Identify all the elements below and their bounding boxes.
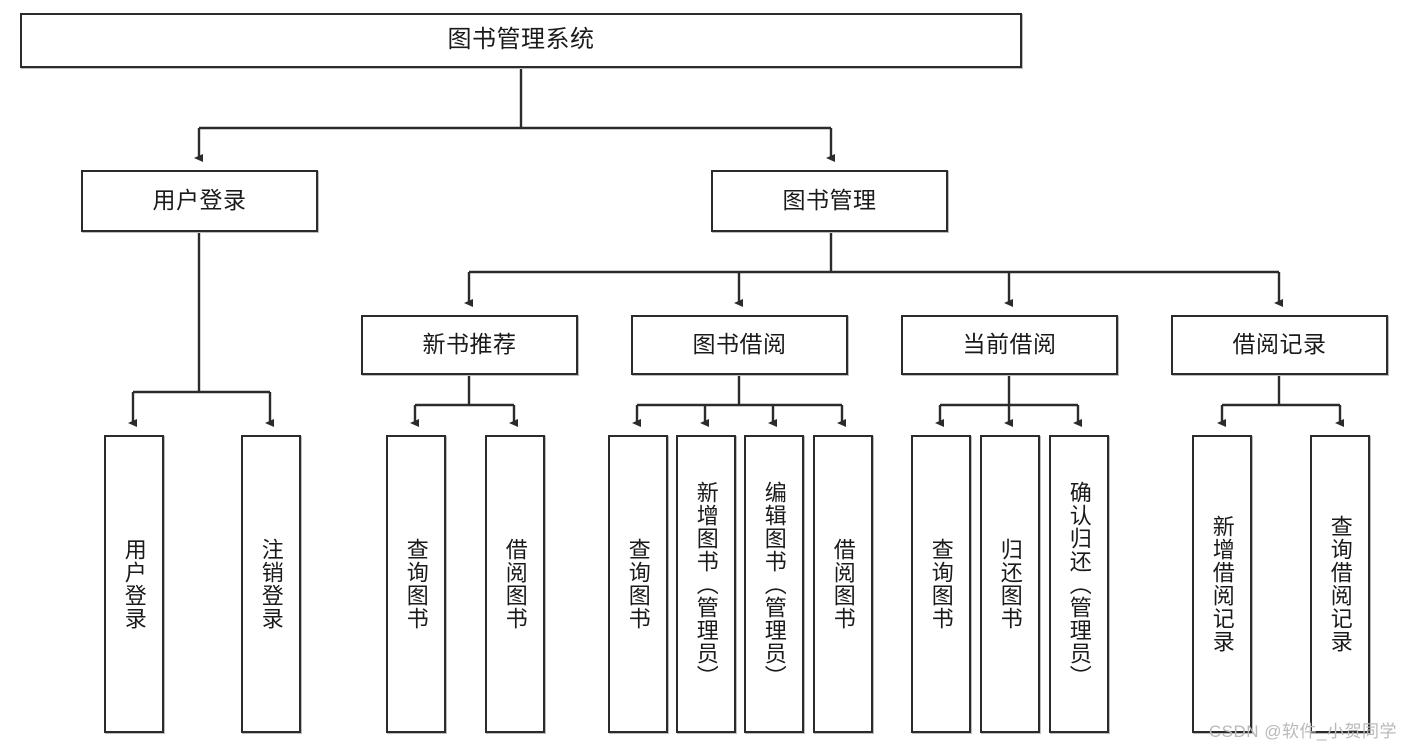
- node-label: 借阅图书: [502, 538, 528, 630]
- node-label: 借阅图书: [830, 538, 856, 630]
- node-label: 查询图书: [625, 538, 651, 630]
- node-label: 用户登录: [121, 538, 147, 630]
- node-label: 新书推荐: [422, 331, 517, 358]
- node-label: 图书管理系统: [447, 26, 595, 54]
- node-label: 用户登录: [152, 187, 247, 214]
- leaf-book-borrow-add-book[interactable]: 新增图书（管理员）: [676, 435, 736, 733]
- node-label: 图书借阅: [692, 331, 787, 358]
- leaf-current-borrow-confirm-return[interactable]: 确认归还（管理员）: [1049, 435, 1109, 733]
- node-label: 编辑图书（管理员）: [761, 480, 787, 688]
- leaf-current-borrow-return-book[interactable]: 归还图书: [980, 435, 1040, 733]
- node-label: 新增借阅记录: [1209, 515, 1235, 653]
- node-user-login[interactable]: 用户登录: [81, 170, 318, 232]
- node-root-book-management-system[interactable]: 图书管理系统: [20, 13, 1022, 68]
- leaf-new-book-query-book[interactable]: 查询图书: [386, 435, 446, 733]
- node-label: 新增图书（管理员）: [693, 480, 719, 688]
- node-new-book-recommend[interactable]: 新书推荐: [361, 315, 578, 375]
- node-label: 借阅记录: [1232, 331, 1327, 358]
- watermark: CSDN @软件_小贺同学: [1208, 722, 1397, 741]
- node-book-borrow[interactable]: 图书借阅: [631, 315, 848, 375]
- node-label: 确认归还（管理员）: [1066, 480, 1092, 688]
- node-label: 查询图书: [928, 538, 954, 630]
- node-label: 注销登录: [258, 538, 284, 630]
- node-label: 查询借阅记录: [1327, 515, 1353, 653]
- node-current-borrow[interactable]: 当前借阅: [901, 315, 1118, 375]
- leaf-user-login-login[interactable]: 用户登录: [104, 435, 164, 733]
- node-book-management[interactable]: 图书管理: [711, 170, 948, 232]
- node-label: 归还图书: [997, 538, 1023, 630]
- node-label: 当前借阅: [962, 331, 1057, 358]
- leaf-user-login-logout[interactable]: 注销登录: [241, 435, 301, 733]
- leaf-borrow-record-add-record[interactable]: 新增借阅记录: [1192, 435, 1252, 733]
- leaf-book-borrow-edit-book[interactable]: 编辑图书（管理员）: [744, 435, 804, 733]
- node-borrow-record[interactable]: 借阅记录: [1171, 315, 1388, 375]
- leaf-book-borrow-borrow-book[interactable]: 借阅图书: [813, 435, 873, 733]
- leaf-current-borrow-query-book[interactable]: 查询图书: [911, 435, 971, 733]
- node-label: 图书管理: [782, 187, 877, 214]
- node-label: 查询图书: [403, 538, 429, 630]
- leaf-borrow-record-query-record[interactable]: 查询借阅记录: [1310, 435, 1370, 733]
- leaf-book-borrow-query-book[interactable]: 查询图书: [608, 435, 668, 733]
- leaf-new-book-borrow-book[interactable]: 借阅图书: [485, 435, 545, 733]
